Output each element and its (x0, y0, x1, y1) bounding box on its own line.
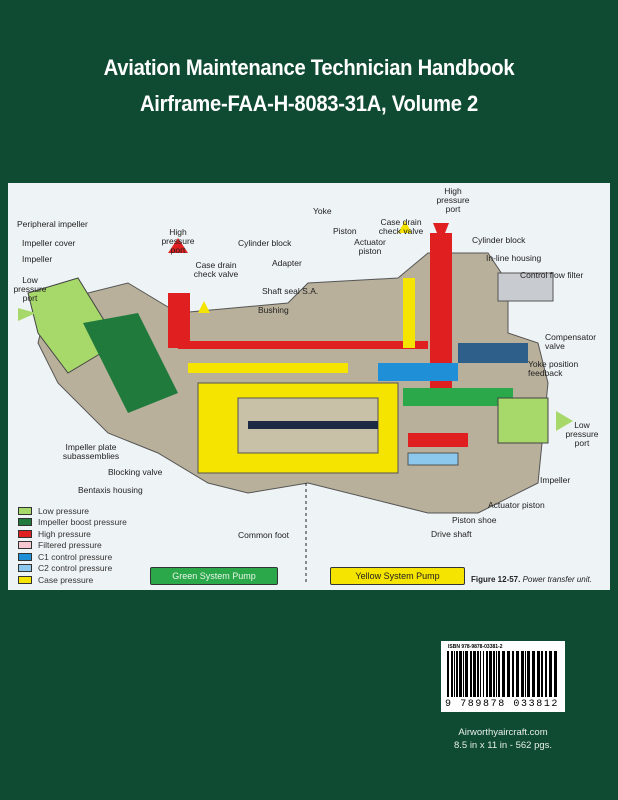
legend-swatch (18, 506, 32, 515)
label-impeller-cover: Impeller cover (22, 238, 76, 248)
legend-item: C1 control pressure (18, 551, 127, 563)
legend-item: Filtered pressure (18, 540, 127, 552)
figure-caption: Figure 12-57. Power transfer unit. (471, 575, 592, 584)
legend-label: C2 control pressure (38, 563, 113, 574)
isbn-text: ISBN 978-9878-03381-2 (448, 644, 503, 650)
legend-label: Low pressure (38, 505, 90, 516)
barcode-bar (463, 651, 464, 697)
barcode-bar (493, 651, 495, 697)
barcode-bar (521, 651, 524, 697)
label-impeller-right: Impeller (540, 475, 571, 485)
label-low-pressure-port: Low pressure port (13, 275, 47, 303)
label-cylinder-block-right: Cylinder block (472, 235, 526, 245)
barcode-bar (459, 651, 462, 697)
label-actuator-piston: Actuator piston (354, 237, 386, 256)
barcode-bar (512, 651, 514, 697)
label-actuator-piston-bottom: Actuator piston (488, 500, 545, 510)
barcode-bar (483, 651, 484, 697)
barcode-bar (480, 651, 481, 697)
barcode-bar (451, 651, 453, 697)
legend-swatch (18, 564, 32, 573)
barcode-bar (541, 651, 543, 697)
legend-swatch (18, 541, 32, 550)
label-common-foot: Common foot (238, 530, 290, 540)
legend-swatch (18, 575, 32, 584)
barcode-bar (525, 651, 526, 697)
barcode-bar (516, 651, 519, 697)
barcode-bar (454, 651, 455, 697)
label-peripheral-impeller: Peripheral impeller (17, 219, 88, 229)
legend-label: Impeller boost pressure (38, 517, 127, 528)
label-impeller: Impeller (22, 254, 53, 264)
barcode-bar (470, 651, 472, 697)
barcode-bar (473, 651, 476, 697)
book-subtitle: Airframe-FAA-H-8083-31A, Volume 2 (139, 91, 479, 116)
pump-cutaway-illustration (18, 221, 573, 583)
legend-label: Case pressure (38, 574, 94, 585)
label-shaft-seal: Shaft seal S.A. (262, 286, 319, 296)
barcode-bar (537, 651, 540, 697)
power-transfer-unit-figure: Peripheral impeller Impeller cover Impel… (8, 183, 610, 590)
label-control-flow-filter: Control flow filter (520, 270, 584, 280)
legend-label: High pressure (38, 528, 91, 539)
barcode-bar (554, 651, 557, 697)
barcode-bar (502, 651, 505, 697)
barcode-bar (456, 651, 458, 697)
barcode-digits: 9 789878 033812 (445, 699, 560, 710)
label-drive-shaft: Drive shaft (431, 529, 472, 539)
legend-swatch (18, 518, 32, 527)
barcode-bar (496, 651, 497, 697)
label-cylinder-block: Cylinder block (238, 238, 292, 248)
label-piston-shoe: Piston shoe (452, 515, 497, 525)
pump-body (18, 221, 573, 583)
label-yoke: Yoke (313, 206, 332, 216)
barcode-bar (545, 651, 547, 697)
label-high-pressure-port-right: High pressure port (436, 186, 470, 214)
barcode-bar (549, 651, 552, 697)
label-compensator-valve: Compensator valve (545, 332, 597, 351)
barcode-bar (477, 651, 479, 697)
legend-item: Case pressure (18, 574, 127, 586)
label-case-drain-check-valve: Case drain check valve (193, 260, 239, 279)
legend-item: C2 control pressure (18, 563, 127, 575)
barcode-bar (532, 651, 535, 697)
green-system-pump-label: Green System Pump (150, 567, 278, 585)
barcode-bar (498, 651, 500, 697)
barcode-bar (447, 651, 449, 697)
label-high-pressure-port: High pressure port (161, 227, 195, 255)
barcode-bar (489, 651, 492, 697)
legend-label: C1 control pressure (38, 551, 113, 562)
barcode-bar (507, 651, 510, 697)
legend-item: Impeller boost pressure (18, 517, 127, 529)
barcode-bar (465, 651, 468, 697)
barcode-bars (447, 651, 557, 697)
label-bentaxis-housing: Bentaxis housing (78, 485, 143, 495)
legend-item: High pressure (18, 528, 127, 540)
book-title: Aviation Maintenance Technician Handbook (103, 55, 515, 80)
caption-text: Power transfer unit. (522, 575, 592, 584)
book-specs: 8.5 in x 11 in - 562 pgs. (453, 740, 553, 751)
label-bushing: Bushing (258, 305, 289, 315)
legend-item: Low pressure (18, 505, 127, 517)
barcode-bar (527, 651, 530, 697)
legend-label: Filtered pressure (38, 540, 102, 551)
label-low-pressure-port-right: Low pressure port (565, 420, 599, 448)
isbn-barcode: ISBN 978-9878-03381-2 9 789878 033812 (441, 641, 565, 712)
label-piston: Piston (333, 226, 357, 236)
yellow-system-pump-label: Yellow System Pump (330, 567, 465, 585)
label-yoke-position-feedback: Yoke position feedback (528, 359, 579, 378)
label-adapter: Adapter (272, 258, 302, 268)
label-case-drain-check-valve-right: Case drain check valve (378, 217, 424, 236)
barcode-bar (486, 651, 488, 697)
legend-swatch (18, 529, 32, 538)
caption-number: Figure 12-57. (471, 575, 521, 584)
label-inline-housing: In-line housing (486, 253, 542, 263)
website: Airworthyaircraft.com (458, 727, 548, 738)
legend-swatch (18, 552, 32, 561)
label-blocking-valve: Blocking valve (108, 467, 163, 477)
label-impeller-plate: Impeller plate subassemblies (62, 442, 120, 461)
